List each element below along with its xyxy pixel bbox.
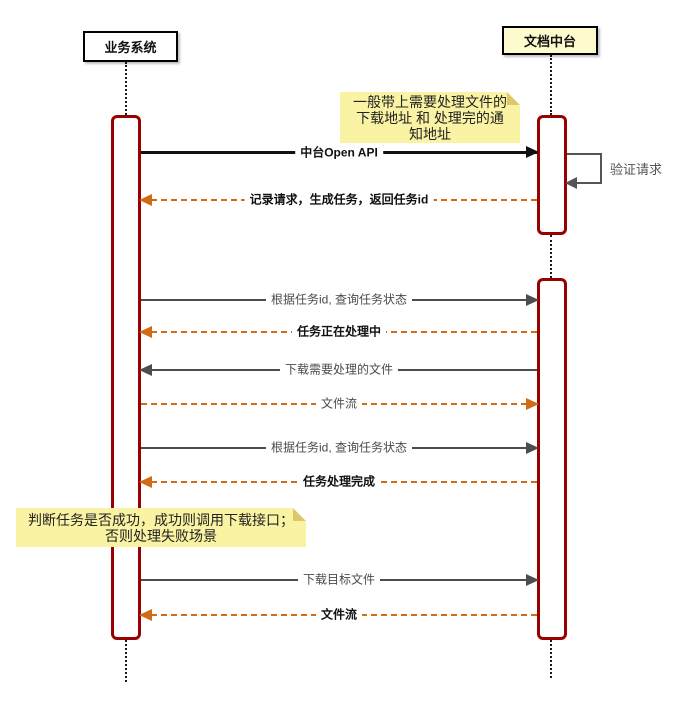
- actor-doc-platform: 文档中台: [502, 26, 598, 55]
- actor-business-system: 业务系统: [83, 31, 178, 62]
- activation-bar-platform-1: [537, 115, 567, 235]
- message-label: 任务正在处理中: [291, 322, 387, 340]
- message-query-task-status-2: 根据任务id, 查询任务状态: [141, 438, 539, 456]
- lifeline-business-top: [125, 62, 127, 115]
- note-text: 一般带上需要处理文件的 下载地址 和 处理完的通 知地址: [353, 93, 507, 142]
- note-judge-task-result: 判断任务是否成功，成功则调用下载接口； 否则处理失败场景: [16, 508, 306, 547]
- message-label: 根据任务id, 查询任务状态: [265, 290, 413, 308]
- message-label: 文件流: [315, 394, 363, 412]
- activation-bar-platform-2: [537, 278, 567, 640]
- message-query-task-status-1: 根据任务id, 查询任务状态: [141, 290, 539, 308]
- lifeline-platform-middle: [550, 235, 552, 278]
- message-task-complete: 任务处理完成: [139, 472, 537, 490]
- lifeline-platform-top: [550, 55, 552, 115]
- message-download-source-file: 下载需要处理的文件: [139, 360, 537, 378]
- message-label: 中台Open API: [295, 143, 383, 161]
- lifeline-business-bottom: [125, 640, 127, 682]
- message-task-processing: 任务正在处理中: [139, 322, 537, 340]
- message-label: 下载需要处理的文件: [279, 360, 399, 378]
- activation-bar-business: [111, 115, 141, 640]
- note-fold-corner-icon: [507, 92, 520, 105]
- message-open-api: 中台Open API: [141, 143, 539, 161]
- message-label: 文件流: [315, 605, 363, 623]
- message-file-stream-back: 文件流: [139, 605, 537, 623]
- message-file-stream-out: 文件流: [141, 394, 539, 412]
- message-label: 根据任务id, 查询任务状态: [265, 438, 413, 456]
- message-label: 任务处理完成: [297, 472, 381, 490]
- message-download-target-file: 下载目标文件: [141, 570, 539, 588]
- lifeline-platform-bottom: [550, 640, 552, 678]
- message-self-validate-request: [565, 153, 602, 189]
- message-label: 记录请求，生成任务，返回任务id: [244, 190, 434, 208]
- note-request-params: 一般带上需要处理文件的 下载地址 和 处理完的通 知地址: [340, 92, 520, 143]
- note-fold-corner-icon: [293, 508, 306, 521]
- note-text: 判断任务是否成功，成功则调用下载接口； 否则处理失败场景: [28, 511, 294, 544]
- message-label: 下载目标文件: [297, 570, 381, 588]
- message-label: 验证请求: [610, 162, 663, 177]
- message-return-task-id: 记录请求，生成任务，返回任务id: [139, 190, 537, 208]
